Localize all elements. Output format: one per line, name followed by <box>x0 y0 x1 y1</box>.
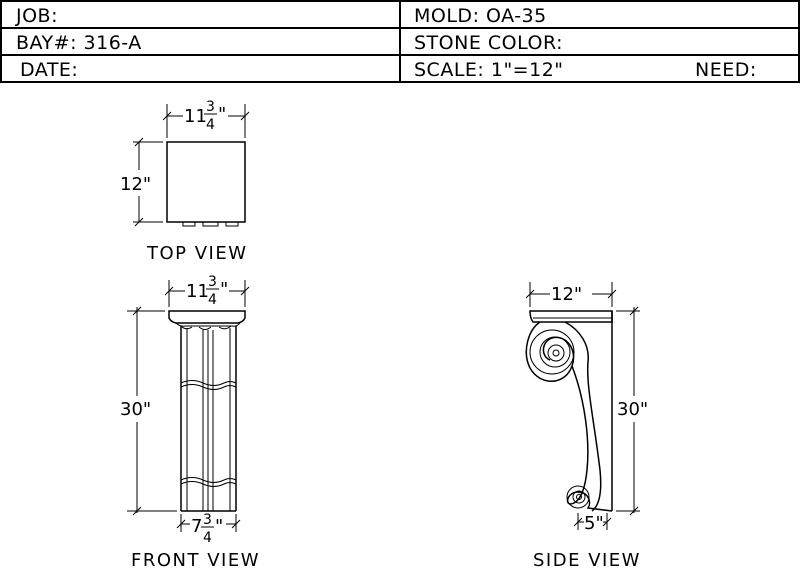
side-view-base-label: 5" <box>584 513 604 534</box>
top-view-width-dimension: 11 3 4 " <box>162 99 250 138</box>
front-view-width-inch-mark: " <box>220 279 228 300</box>
top-view-width-denominator: 4 <box>206 117 215 133</box>
scale-label: SCALE: 1"=12" <box>414 59 564 81</box>
top-view-outline <box>166 141 246 223</box>
top-view: 11 3 4 " 12" TOP VIEW <box>120 99 250 264</box>
side-view-base-dimension: 5" <box>573 513 612 534</box>
front-view-title: FRONT VIEW <box>131 550 260 570</box>
front-view: 11 3 4 " 30" 7 3 4 " <box>120 274 260 570</box>
side-view: 12" 30" 5" SIDE VIEW <box>525 282 648 570</box>
front-view-height-label: 30" <box>120 399 151 420</box>
front-view-base-numerator: 3 <box>203 512 212 528</box>
side-view-cap <box>529 310 613 323</box>
top-view-width-numerator: 3 <box>206 99 215 115</box>
front-view-width-denominator: 4 <box>208 292 217 308</box>
front-view-width-dimension: 11 3 4 " <box>164 274 250 308</box>
top-view-width-inch-mark: " <box>218 104 226 125</box>
top-view-title: TOP VIEW <box>146 243 248 264</box>
side-view-title: SIDE VIEW <box>533 550 641 570</box>
front-view-width-whole: 11 <box>186 281 209 302</box>
side-view-depth-dimension: 12" <box>525 282 617 307</box>
front-view-base-whole: 7 <box>191 516 202 537</box>
bay-number: BAY#: 316-A <box>16 32 142 54</box>
front-view-width-numerator: 3 <box>208 274 217 290</box>
need-label: NEED: <box>695 59 757 81</box>
side-view-scroll-profile <box>525 321 613 512</box>
front-view-height-dimension: 30" <box>120 306 177 516</box>
side-view-depth-label: 12" <box>551 284 582 305</box>
top-view-width-whole: 11 <box>184 106 207 127</box>
front-view-base-inch-mark: " <box>215 516 223 537</box>
job-label: JOB: <box>15 5 58 27</box>
top-view-depth-label: 12" <box>120 174 151 195</box>
date-label: DATE: <box>20 59 78 81</box>
front-view-base-dimension: 7 3 4 " <box>176 512 241 546</box>
side-view-height-label: 30" <box>617 399 648 420</box>
mold-number: MOLD: OA-35 <box>414 5 547 27</box>
front-view-cap <box>168 310 246 324</box>
title-block: JOB: BAY#: 316-A DATE: MOLD: OA-35 STONE… <box>0 0 800 83</box>
side-view-height-dimension: 30" <box>616 306 648 516</box>
top-view-depth-dimension: 12" <box>120 137 163 227</box>
stone-color-label: STONE COLOR: <box>414 32 563 54</box>
front-view-base-denominator: 4 <box>203 530 212 546</box>
